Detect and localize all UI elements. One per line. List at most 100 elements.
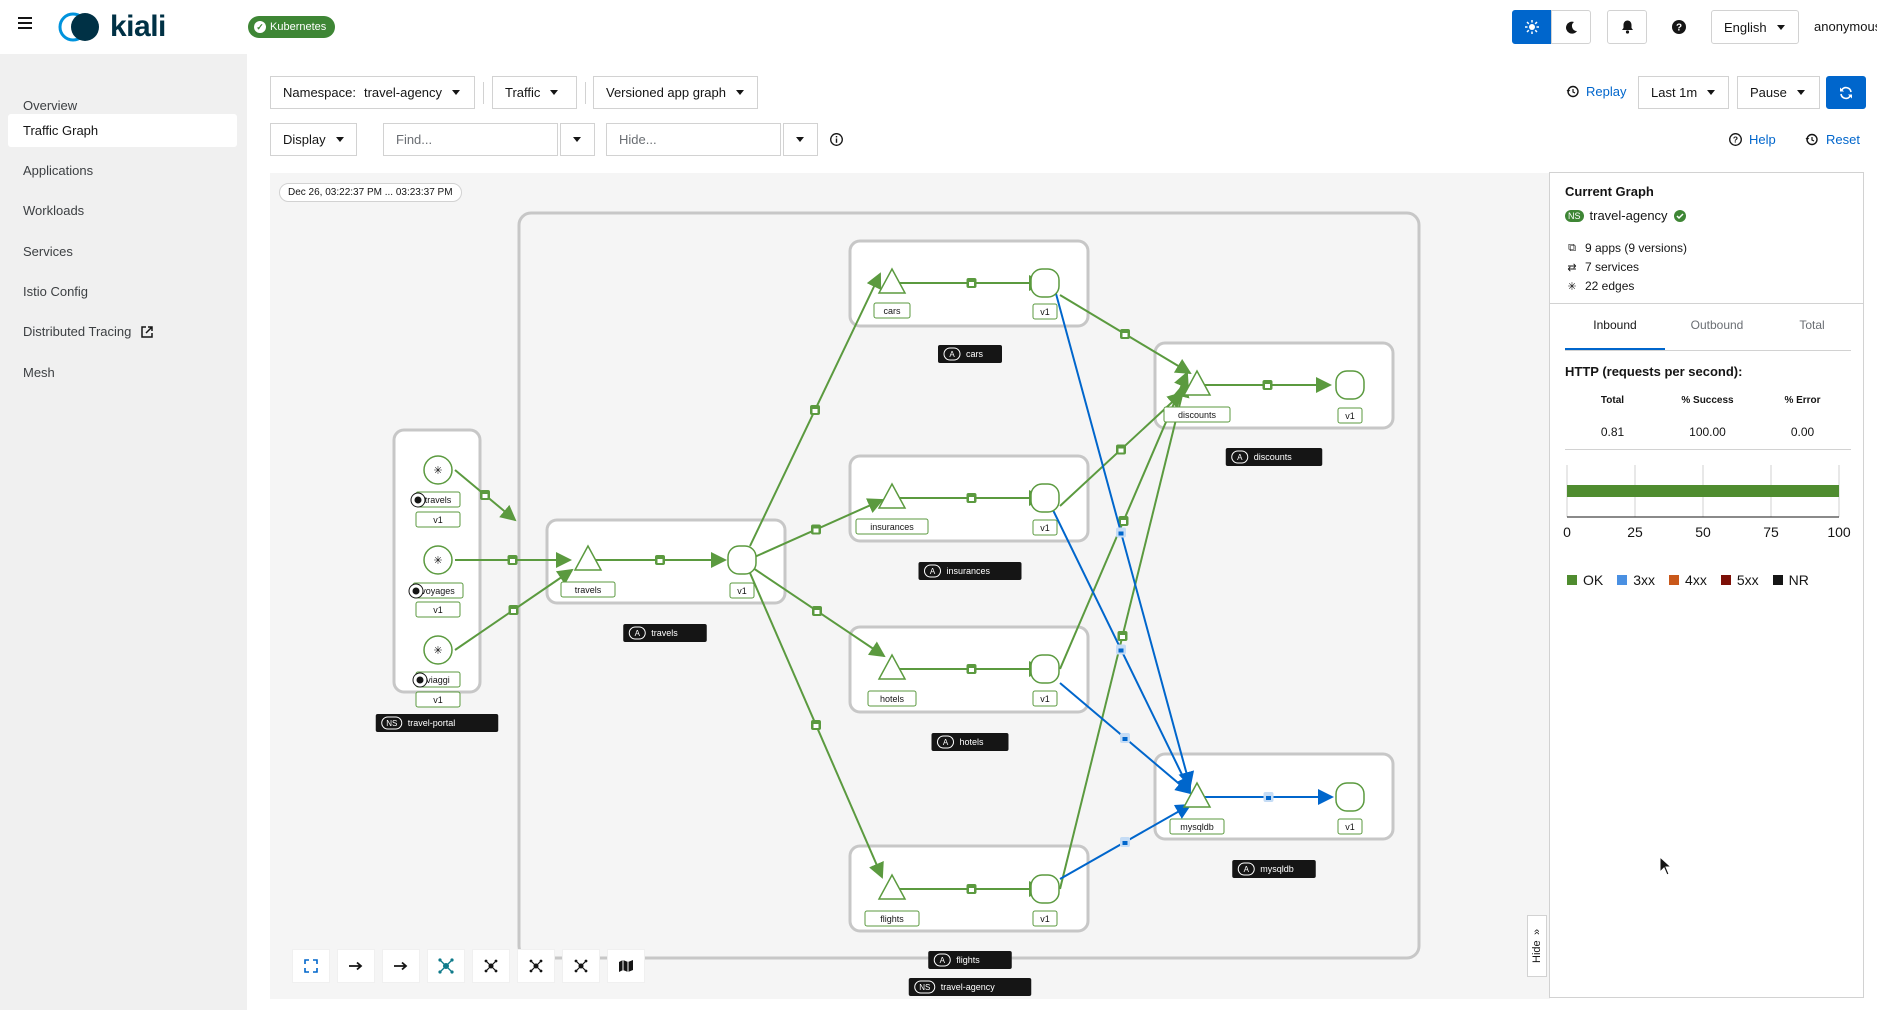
hamburger-menu-icon[interactable]	[18, 17, 32, 29]
layout-4-button[interactable]	[517, 949, 555, 983]
sun-icon	[1525, 20, 1539, 34]
hide-input[interactable]: Hide...	[606, 123, 781, 156]
refresh-interval-dropdown[interactable]: Pause	[1737, 76, 1820, 109]
node-version-travels-v1: v1	[737, 586, 747, 596]
node-version-travels: v1	[433, 515, 443, 525]
light-theme-button[interactable]	[1512, 10, 1552, 44]
zoom-to-fit-button[interactable]	[292, 949, 330, 983]
tab-total[interactable]: Total	[1762, 318, 1862, 332]
mtls-lock-body	[969, 282, 974, 286]
masthead: kiali ✓Kubernetes ? English anonymous	[0, 0, 1877, 54]
layout-1-button[interactable]	[382, 949, 420, 983]
find-options-button[interactable]	[560, 123, 595, 156]
mtls-lock-body	[1266, 796, 1271, 800]
rates-table-header: Total % Success % Error	[1565, 395, 1851, 406]
kiali-logo[interactable]: kiali	[56, 10, 166, 44]
mtls-lock-body	[813, 409, 818, 413]
legend-swatch	[1567, 575, 1577, 585]
mtls-lock-body	[658, 559, 663, 563]
node-hotels-v1[interactable]	[1031, 655, 1059, 683]
sidebar-item-distributed-tracing[interactable]: Distributed Tracing	[8, 315, 237, 348]
app-tag-discounts-badge-text: A	[1237, 453, 1243, 462]
app-tag-flights: flights	[956, 955, 980, 965]
hide-options-button[interactable]	[783, 123, 818, 156]
graph-svg[interactable]: ✳travelsv1✳voyagesv1✳viaggiv1travelsv1ca…	[270, 173, 1550, 999]
sync-icon	[1839, 86, 1853, 100]
traffic-dropdown[interactable]: Traffic	[492, 76, 577, 109]
caret-down-icon	[1707, 90, 1715, 95]
reset-label: Reset	[1826, 132, 1860, 147]
sidebar: Overview Traffic Graph Applications Work…	[0, 54, 247, 1010]
panel-divider	[1550, 303, 1863, 304]
refresh-button[interactable]	[1826, 76, 1866, 109]
sidebar-item-mesh[interactable]: Mesh	[8, 356, 237, 389]
topology-icon	[529, 959, 543, 973]
ns-tag-travel-agency-badge-text: NS	[919, 983, 930, 992]
history-icon	[1566, 85, 1579, 98]
graph-type-dropdown[interactable]: Versioned app graph	[593, 76, 758, 109]
namespace-dropdown[interactable]: Namespace: travel-agency	[270, 76, 475, 109]
panel-namespace-label: travel-agency	[1590, 208, 1668, 223]
table-header-success: % Success	[1660, 395, 1755, 406]
user-menu[interactable]: anonymous	[1814, 19, 1877, 34]
app-tag-mysqldb: mysqldb	[1260, 864, 1294, 874]
node-discounts-v1[interactable]	[1336, 371, 1364, 399]
ns-tag-travel-portal-badge-text: NS	[386, 719, 397, 728]
services-label: 7 services	[1585, 260, 1639, 274]
node-flights-v1[interactable]	[1031, 875, 1059, 903]
node-insurances-v1[interactable]	[1031, 484, 1059, 512]
tab-outbound[interactable]: Outbound	[1667, 318, 1767, 332]
legend-label: OK	[1583, 572, 1603, 588]
tab-inbound[interactable]: Inbound	[1565, 318, 1665, 332]
panel-namespace[interactable]: NS travel-agency	[1565, 208, 1686, 223]
node-mysqldb-v1[interactable]	[1336, 783, 1364, 811]
layout-default-button[interactable]	[337, 949, 375, 983]
namespace-value: travel-agency	[364, 85, 442, 100]
node-travels-v1[interactable]	[728, 546, 756, 574]
node-voyages-workload-glyph: ✳	[433, 555, 442, 567]
question-circle-icon: ?	[1729, 133, 1742, 146]
find-input[interactable]: Find...	[383, 123, 558, 156]
sidebar-item-applications[interactable]: Applications	[8, 154, 237, 187]
bell-icon	[1621, 20, 1634, 34]
cluster-badge-label: Kubernetes	[270, 21, 326, 33]
sidebar-item-services[interactable]: Services	[8, 235, 237, 268]
legend-item: OK	[1567, 572, 1603, 588]
chart-tick-label: 50	[1695, 524, 1711, 540]
node-label-discounts: discounts	[1178, 410, 1217, 420]
reset-link[interactable]: Reset	[1805, 132, 1860, 147]
layout-2-button[interactable]	[427, 949, 465, 983]
mtls-lock-body	[1265, 384, 1270, 388]
mtls-lock-body	[814, 724, 819, 728]
tab-baseline	[1565, 350, 1851, 351]
display-dropdown[interactable]: Display	[270, 123, 357, 156]
toolbar-divider	[483, 82, 484, 104]
topology-icon	[438, 958, 454, 974]
help-button[interactable]: ?	[1660, 10, 1698, 44]
sidebar-item-istio-config[interactable]: Istio Config	[8, 275, 237, 308]
replay-button[interactable]: Replay	[1566, 84, 1626, 99]
mtls-lock-body	[969, 888, 974, 892]
hide-panel-toggle[interactable]: Hide»	[1527, 915, 1547, 977]
duration-dropdown[interactable]: Last 1m	[1638, 76, 1729, 109]
node-label-mysqldb: mysqldb	[1180, 822, 1214, 832]
dark-theme-button[interactable]	[1551, 10, 1591, 44]
help-link[interactable]: ? Help	[1729, 132, 1776, 147]
node-cars-v1[interactable]	[1031, 269, 1059, 297]
node-version-insurances-v1: v1	[1040, 523, 1050, 533]
svg-text:?: ?	[1676, 23, 1682, 34]
sidebar-item-traffic-graph[interactable]: Traffic Graph	[8, 114, 237, 147]
topology-icon	[484, 959, 498, 973]
traffic-graph-canvas[interactable]: Dec 26, 03:22:37 PM ... 03:23:37 PM ✳tra…	[270, 173, 1550, 999]
caret-down-icon	[550, 90, 558, 95]
info-circle-icon[interactable]	[830, 133, 843, 146]
notifications-button[interactable]	[1607, 10, 1647, 44]
legend-swatch	[1773, 575, 1783, 585]
sidebar-item-workloads[interactable]: Workloads	[8, 194, 237, 227]
legend-button[interactable]	[607, 949, 645, 983]
mtls-lock-body	[511, 609, 516, 613]
language-select[interactable]: English	[1711, 10, 1799, 44]
layout-5-button[interactable]	[562, 949, 600, 983]
layout-3-button[interactable]	[472, 949, 510, 983]
apps-count: ⧉9 apps (9 versions)	[1565, 241, 1687, 255]
